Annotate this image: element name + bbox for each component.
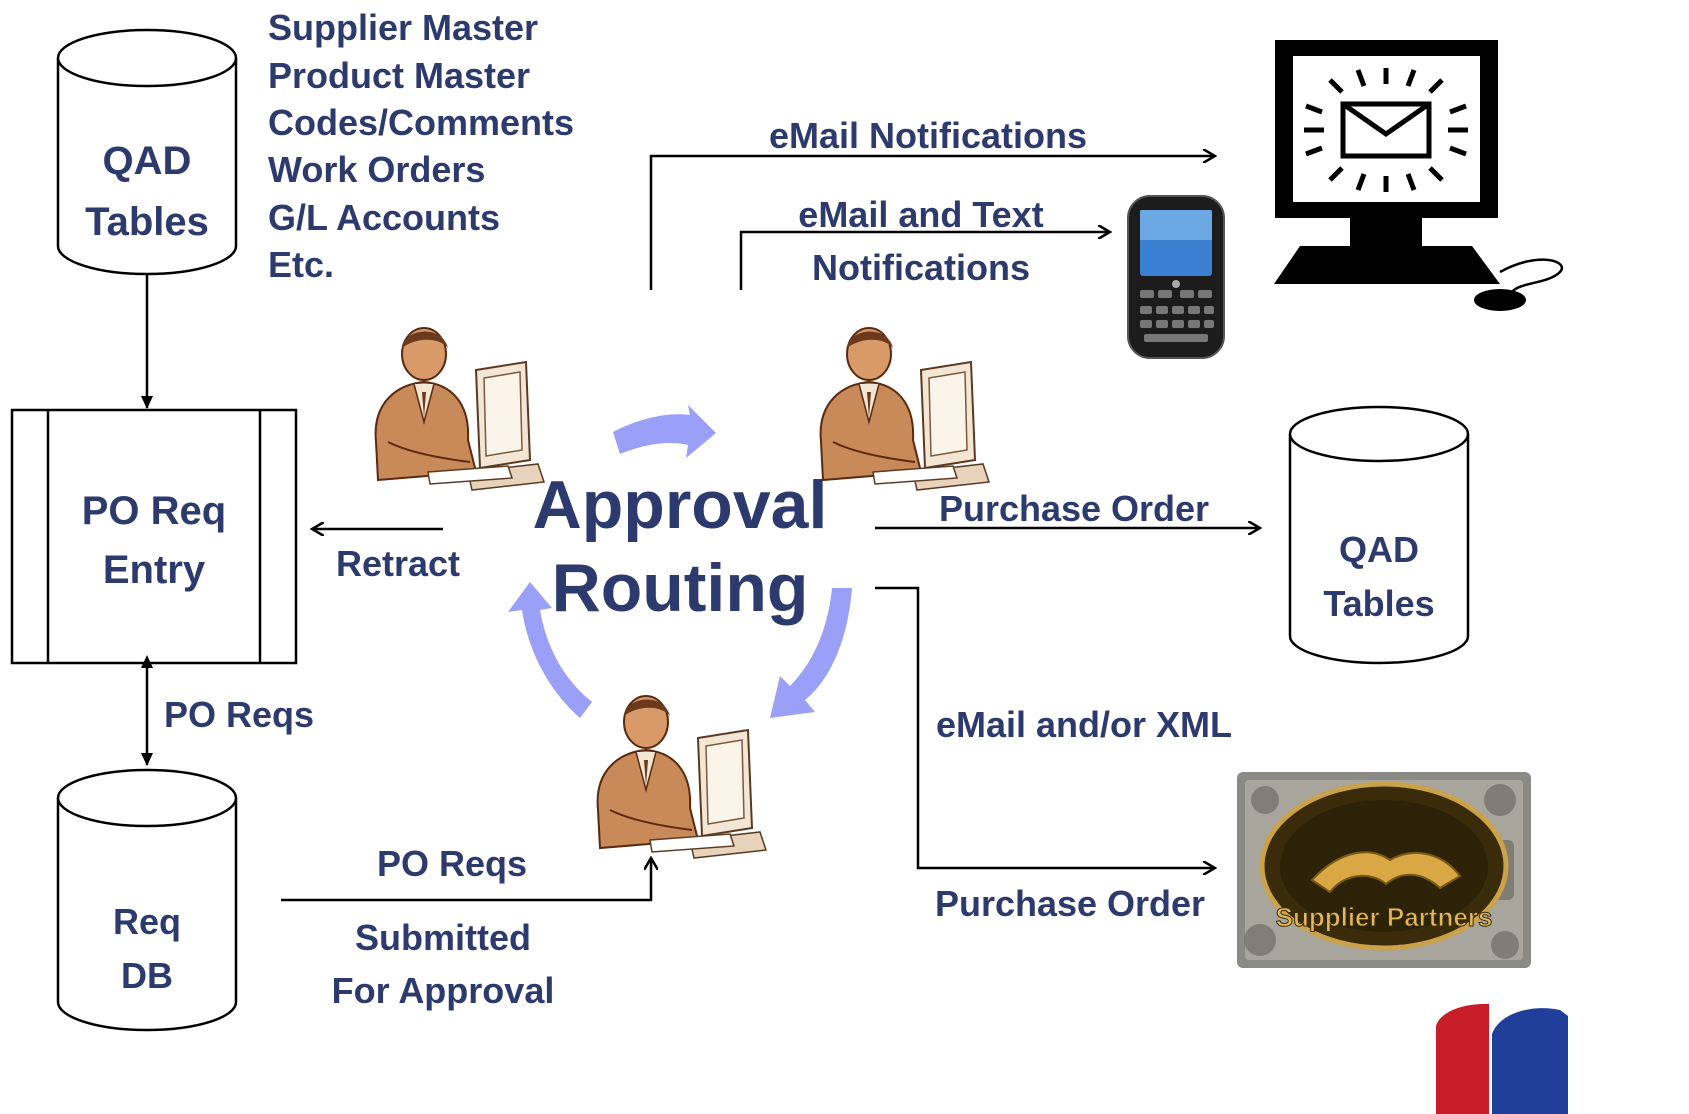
submitted-label-line2: For Approval: [332, 970, 555, 1011]
master-data-item: Etc.: [268, 244, 334, 285]
arrow-reqdb-to-approver: [281, 858, 651, 902]
qad-tables-source-cylinder: QAD Tables: [56, 28, 238, 276]
qad-tables-target-cylinder: QAD Tables: [1288, 405, 1470, 665]
supplier-partners-badge: Supplier Partners: [1237, 772, 1531, 968]
master-data-item: G/L Accounts: [268, 197, 500, 238]
master-data-item: Codes/Comments: [268, 102, 574, 143]
target-qad-label-line1: QAD: [1339, 529, 1419, 570]
master-data-item: Supplier Master: [268, 7, 538, 48]
cycle-arrow-right: [770, 588, 852, 718]
purchase-order-bottom-label: Purchase Order: [935, 883, 1205, 924]
retract-label: Retract: [336, 543, 460, 584]
po-req-entry-label-line2: Entry: [103, 548, 206, 592]
po-req-entry-box: PO Req Entry: [10, 408, 298, 665]
po-reqs-bottom-label: PO Reqs: [377, 843, 527, 884]
approval-routing-title-line2: Routing: [552, 550, 809, 626]
target-qad-label-line2: Tables: [1323, 583, 1434, 624]
email-notifications-label: eMail Notifications: [769, 115, 1087, 156]
smartphone-icon: [1127, 195, 1225, 359]
po-req-entry-label-line1: PO Req: [82, 489, 226, 533]
arrow-email-text: [739, 232, 1110, 290]
req-db-label-line1: Req: [113, 901, 181, 942]
logo: [1436, 1004, 1568, 1114]
email-text-label-line1: eMail and Text: [798, 194, 1043, 235]
email-xml-label: eMail and/or XML: [936, 704, 1232, 745]
po-reqs-side-label: PO Reqs: [164, 694, 314, 735]
arrow-email-notifications: [649, 156, 1215, 290]
purchase-order-top-label: Purchase Order: [939, 488, 1209, 529]
approver-icon-3: [596, 695, 767, 859]
approver-icon-2: [819, 327, 990, 491]
cycle-arrow-left: [508, 582, 592, 718]
master-data-list: Supplier Master Product Master Codes/Com…: [268, 7, 574, 285]
computer-monitor-email-icon: [1274, 40, 1564, 311]
supplier-partners-badge-text: Supplier Partners: [1276, 902, 1493, 932]
cycle-arrow-top: [613, 405, 716, 458]
req-db-label-line2: DB: [121, 955, 173, 996]
submitted-label-line1: Submitted: [355, 917, 531, 958]
req-db-cylinder: Req DB: [56, 768, 238, 1032]
qad-tables-label-line1: QAD: [103, 139, 192, 183]
master-data-item: Work Orders: [268, 149, 485, 190]
master-data-item: Product Master: [268, 55, 530, 96]
arrow-purchase-order-to-supplier: [875, 586, 1215, 868]
email-text-label-line2: Notifications: [812, 247, 1030, 288]
approval-routing-title-line1: Approval: [533, 467, 828, 543]
qad-tables-label-line2: Tables: [85, 200, 209, 244]
approver-icon-1: [374, 327, 545, 491]
